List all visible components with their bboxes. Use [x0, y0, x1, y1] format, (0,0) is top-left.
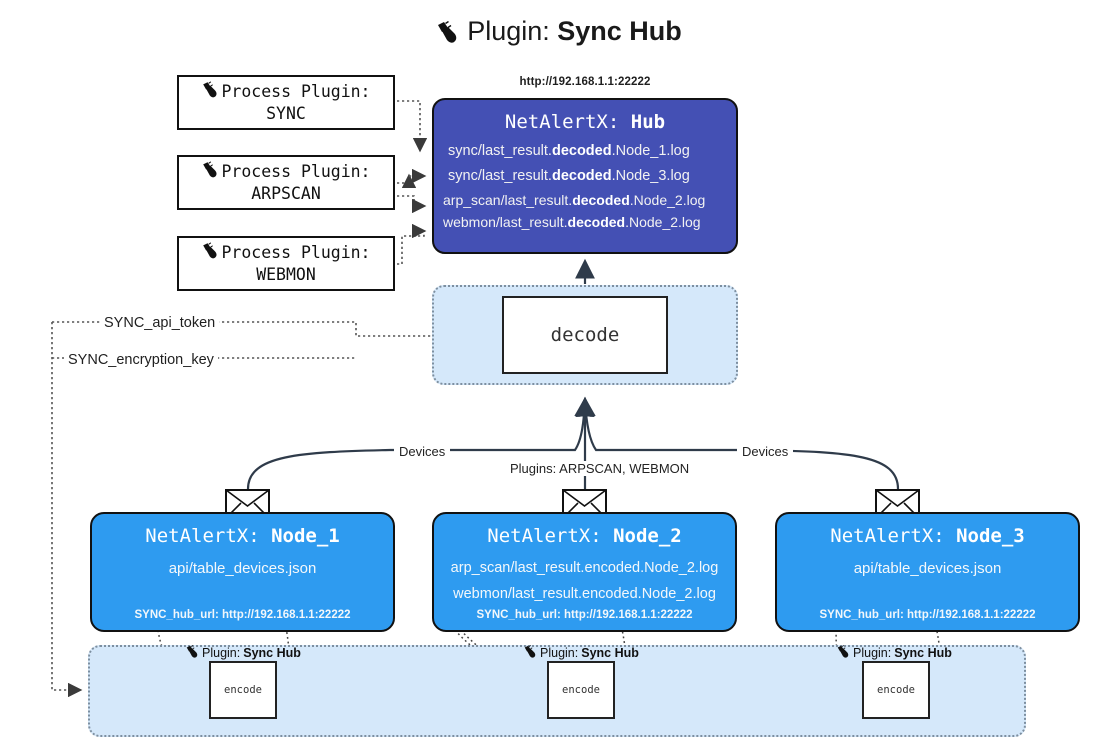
page-title-prefix: Plugin: — [467, 16, 550, 46]
sync-encryption-key-label: SYNC_encryption_key — [64, 352, 218, 368]
plug-icon — [185, 645, 200, 661]
hub-title: NetAlertX: Hub — [434, 111, 736, 133]
process-plugin-line2: WEBMON — [256, 265, 316, 284]
node-hub-url-footer: SYNC_hub_url: http://192.168.1.1:22222 — [476, 609, 693, 621]
hub-log-list: sync/last_result.decoded.Node_1.log sync… — [434, 139, 736, 233]
hub-log-line: sync/last_result.decoded.Node_1.log — [448, 143, 690, 159]
encoder-caption-node-3: Plugin: Sync Hub — [836, 645, 952, 661]
edge-label-devices-left: Devices — [394, 444, 451, 459]
decode-box[interactable]: decode — [502, 296, 668, 374]
node-title-name: Node_3 — [956, 525, 1025, 547]
node-line-list: arp_scan/last_result.encoded.Node_2.log … — [434, 555, 735, 607]
node-title-prefix: NetAlertX: — [487, 525, 602, 547]
node-box-node-1[interactable]: NetAlertX: Node_1 api/table_devices.json… — [90, 512, 395, 632]
plug-icon — [435, 19, 461, 50]
node-title: NetAlertX: Node_3 — [777, 525, 1078, 547]
plug-icon — [523, 645, 538, 661]
plug-icon — [836, 645, 851, 661]
process-plugin-line2: SYNC — [266, 104, 306, 123]
process-plugin-box-webmon[interactable]: Process Plugin: WEBMON — [177, 236, 395, 291]
process-plugin-box-sync[interactable]: Process Plugin: SYNC — [177, 75, 395, 130]
process-plugin-box-arpscan[interactable]: Process Plugin: ARPSCAN — [177, 155, 395, 210]
edge-label-devices-right: Devices — [737, 444, 794, 459]
encode-box-node-3[interactable]: encode — [862, 661, 930, 719]
node-line: arp_scan/last_result.encoded.Node_2.log — [450, 560, 719, 576]
plug-icon — [201, 80, 220, 103]
encode-box-node-1[interactable]: encode — [209, 661, 277, 719]
encoder-caption-node-1: Plugin: Sync Hub — [185, 645, 301, 661]
node-line: webmon/last_result.encoded.Node_2.log — [453, 586, 716, 602]
node-title: NetAlertX: Node_2 — [434, 525, 735, 547]
encode-box-node-2[interactable]: encode — [547, 661, 615, 719]
node-title-name: Node_2 — [613, 525, 682, 547]
process-plugin-line1: Process Plugin: — [221, 243, 371, 263]
node-title: NetAlertX: Node_1 — [92, 525, 393, 547]
node-hub-url-footer: SYNC_hub_url: http://192.168.1.1:22222 — [819, 609, 1036, 621]
node-title-prefix: NetAlertX: — [145, 525, 260, 547]
hub-log-line: webmon/last_result.decoded.Node_2.log — [443, 214, 701, 230]
page-title-name: Sync Hub — [557, 16, 682, 46]
encoder-caption-name: Sync Hub — [243, 646, 301, 660]
hub-title-name: Hub — [630, 111, 666, 133]
node-line: api/table_devices.json — [168, 560, 317, 577]
sync-api-token-label: SYNC_api_token — [100, 315, 220, 331]
page-title: Plugin: Sync Hub — [0, 16, 1117, 50]
hub-node-box[interactable]: NetAlertX: Hub sync/last_result.decoded.… — [432, 98, 738, 254]
process-plugin-line2: ARPSCAN — [251, 184, 321, 203]
encoder-caption-prefix: Plugin: — [202, 646, 241, 660]
node-title-name: Node_1 — [271, 525, 340, 547]
node-box-node-3[interactable]: NetAlertX: Node_3 api/table_devices.json… — [775, 512, 1080, 632]
encoder-caption-name: Sync Hub — [581, 646, 639, 660]
encoder-caption-node-2: Plugin: Sync Hub — [523, 645, 639, 661]
hub-log-line: arp_scan/last_result.decoded.Node_2.log — [443, 192, 706, 208]
node-line: api/table_devices.json — [853, 560, 1002, 577]
node-line-list: api/table_devices.json — [92, 555, 393, 582]
node-box-node-2[interactable]: NetAlertX: Node_2 arp_scan/last_result.e… — [432, 512, 737, 632]
hub-log-line: sync/last_result.decoded.Node_3.log — [448, 168, 690, 184]
process-plugin-line1: Process Plugin: — [221, 162, 371, 182]
encoder-caption-prefix: Plugin: — [540, 646, 579, 660]
edge-label-plugins: Plugins: ARPSCAN, WEBMON — [505, 461, 695, 476]
plug-icon — [201, 241, 220, 264]
node-title-prefix: NetAlertX: — [830, 525, 945, 547]
encoder-caption-name: Sync Hub — [894, 646, 952, 660]
encoder-caption-prefix: Plugin: — [853, 646, 892, 660]
process-plugin-line1: Process Plugin: — [221, 82, 371, 102]
hub-title-prefix: NetAlertX: — [504, 111, 620, 133]
hub-url-label: http://192.168.1.1:22222 — [519, 76, 651, 88]
node-line-list: api/table_devices.json — [777, 555, 1078, 582]
plug-icon — [201, 160, 220, 183]
node-hub-url-footer: SYNC_hub_url: http://192.168.1.1:22222 — [134, 609, 351, 621]
